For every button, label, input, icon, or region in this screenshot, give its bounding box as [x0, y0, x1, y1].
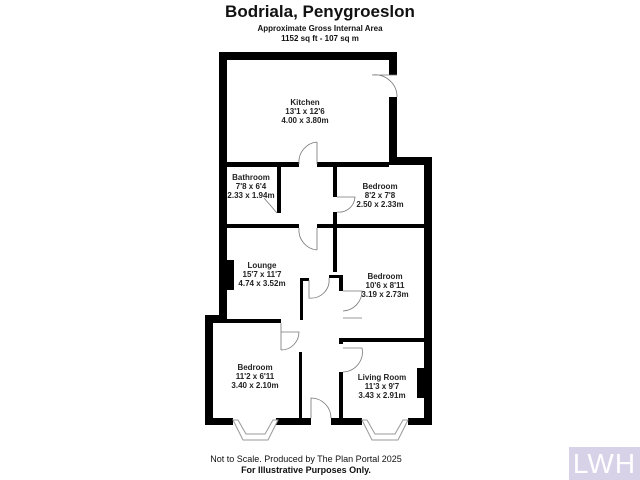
room-metric: 3.40 x 2.10m	[231, 381, 278, 390]
room-imperial: 7'8 x 6'4	[236, 182, 267, 191]
room-name: Bedroom	[367, 272, 402, 281]
room-metric: 3.43 x 2.91m	[358, 391, 405, 400]
agency-logo: LWH	[569, 447, 640, 480]
room-imperial: 13'1 x 12'6	[285, 107, 325, 116]
room-metric: 3.19 x 2.73m	[361, 290, 408, 299]
room-metric: 4.74 x 3.52m	[238, 279, 285, 288]
bay-windows	[232, 419, 409, 441]
room-bedroom-2: Bedroom 10'6 x 8'11 3.19 x 2.73m	[361, 272, 408, 299]
disclaimer-illustrative: For Illustrative Purposes Only.	[241, 465, 371, 475]
walls	[205, 52, 432, 425]
room-bathroom: Bathroom 7'8 x 6'4 2.33 x 1.94m	[227, 173, 274, 200]
room-name: Kitchen	[290, 98, 319, 107]
room-imperial: 11'3 x 9'7	[365, 382, 400, 391]
room-metric: 2.50 x 2.33m	[356, 200, 403, 209]
room-bedroom-3: Bedroom 11'2 x 6'11 3.40 x 2.10m	[231, 363, 278, 390]
plan-area: 1152 sq ft - 107 sq m	[281, 34, 359, 43]
room-imperial: 10'6 x 8'11	[366, 281, 406, 290]
disclaimer-scale: Not to Scale. Produced by The Plan Porta…	[210, 454, 402, 464]
room-name: Lounge	[248, 261, 277, 270]
room-kitchen: Kitchen 13'1 x 12'6 4.00 x 3.80m	[281, 98, 328, 125]
room-name: Bedroom	[362, 182, 397, 191]
room-name: Bathroom	[232, 173, 270, 182]
room-metric: 4.00 x 3.80m	[281, 116, 328, 125]
room-name: Bedroom	[237, 363, 272, 372]
plan-subtitle: Approximate Gross Internal Area	[257, 24, 383, 33]
doors	[263, 74, 398, 419]
room-name: Living Room	[358, 373, 406, 382]
room-imperial: 15'7 x 11'7	[243, 270, 283, 279]
room-imperial: 8'2 x 7'8	[365, 191, 396, 200]
plan-title: Bodriala, Penygroeslon	[225, 2, 415, 21]
room-living-room: Living Room 11'3 x 9'7 3.43 x 2.91m	[358, 373, 406, 400]
room-bedroom-1: Bedroom 8'2 x 7'8 2.50 x 2.33m	[356, 182, 403, 209]
room-metric: 2.33 x 1.94m	[227, 191, 274, 200]
room-lounge: Lounge 15'7 x 11'7 4.74 x 3.52m	[238, 261, 285, 288]
room-imperial: 11'2 x 6'11	[236, 372, 275, 381]
